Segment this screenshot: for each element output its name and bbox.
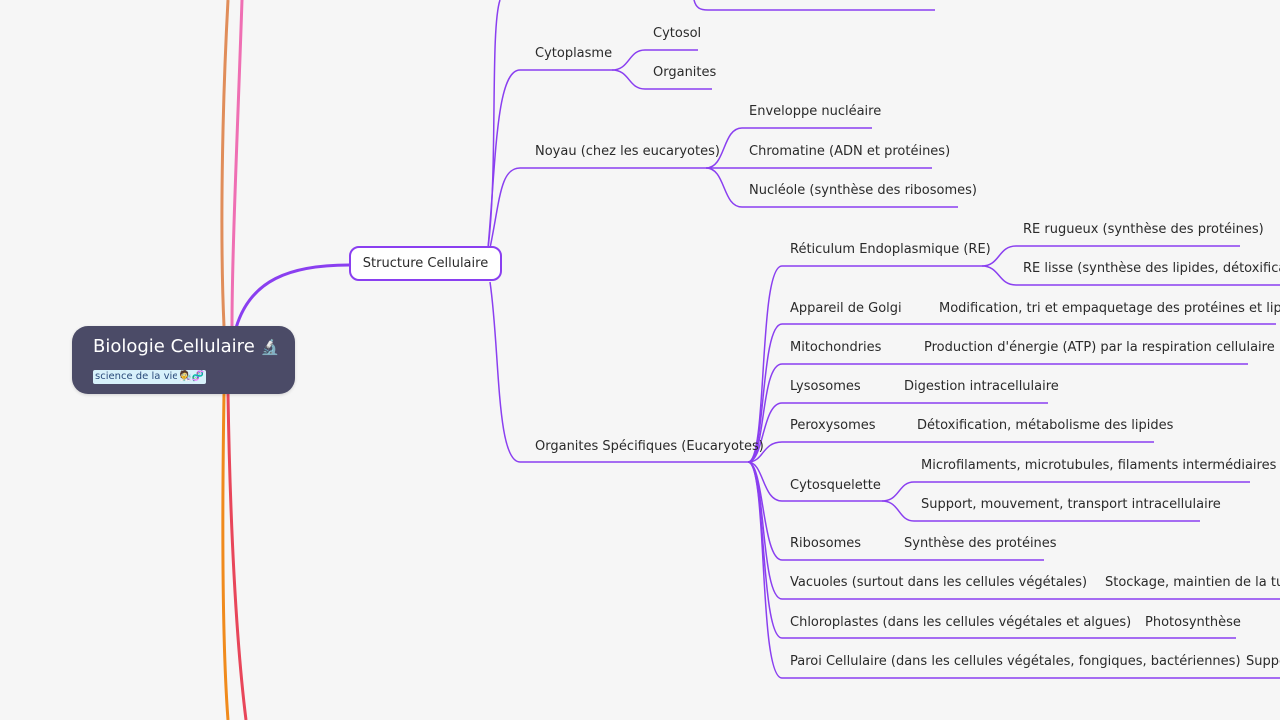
root-title-wrap: Biologie Cellulaire 🔬: [93, 336, 279, 357]
paroi-line: [747, 461, 1280, 679]
node-paroi[interactable]: Paroi Cellulaire (dans les cellules végé…: [790, 654, 1241, 669]
node-re-rugueux[interactable]: RE rugueux (synthèse des protéines): [1023, 222, 1264, 237]
cyto-desc2-line: [881, 500, 1200, 522]
node-golgi-desc[interactable]: Modification, tri et empaquetage des pro…: [939, 301, 1280, 316]
nucleole-line: [705, 167, 958, 208]
node-noyau[interactable]: Noyau (chez les eucaryotes): [535, 144, 720, 159]
branch-line-red-lower: [226, 393, 248, 720]
node-organites-specifiques[interactable]: Organites Spécifiques (Eucaryotes): [535, 439, 764, 454]
branch-line-orange-upper: [220, 0, 230, 327]
root-node[interactable]: Biologie Cellulaire 🔬 science de la vie …: [72, 326, 295, 394]
node-ribo[interactable]: Ribosomes: [790, 536, 862, 551]
cytosol-line: [611, 49, 698, 71]
branch-line-pink-upper: [230, 0, 244, 327]
node-chloro-desc[interactable]: Photosynthèse: [1145, 615, 1241, 630]
node-cyto-desc2[interactable]: Support, mouvement, transport intracellu…: [921, 497, 1221, 512]
cyto-desc1-line: [881, 481, 1250, 502]
root-to-structure-line: [234, 263, 350, 329]
node-organites[interactable]: Organites: [653, 65, 717, 80]
enveloppe-line: [705, 127, 872, 169]
node-paroi-desc[interactable]: Suppo: [1246, 654, 1280, 669]
node-vacuoles[interactable]: Vacuoles (surtout dans les cellules végé…: [790, 575, 1088, 590]
re-rugueux-line: [981, 245, 1240, 267]
structure-cellulaire-node[interactable]: Structure Cellulaire: [349, 246, 502, 281]
mito-line: [747, 363, 1248, 463]
node-nucleole[interactable]: Nucléole (synthèse des ribosomes): [749, 183, 977, 198]
perox-line: [747, 441, 1154, 463]
structure-cellulaire-label: Structure Cellulaire: [362, 256, 489, 271]
node-mito-desc[interactable]: Production d'énergie (ATP) par la respir…: [924, 340, 1275, 355]
root-title: Biologie Cellulaire: [93, 336, 255, 357]
structure-to-cytoplasme-line: [487, 69, 612, 249]
left-branch-lines: [220, 0, 248, 720]
node-cyto-desc1[interactable]: Microfilaments, microtubules, filaments …: [921, 458, 1277, 473]
lyso-line: [747, 402, 1048, 463]
node-chloro[interactable]: Chloroplastes (dans les cellules végétal…: [790, 615, 1132, 630]
node-cytoplasme[interactable]: Cytoplasme: [535, 46, 613, 61]
node-golgi[interactable]: Appareil de Golgi: [790, 301, 902, 316]
golgi-line: [747, 323, 1276, 463]
branch-line-orange-lower: [221, 393, 230, 720]
node-cyto[interactable]: Cytosquelette: [790, 478, 881, 493]
structure-to-noyau-line: [489, 167, 706, 249]
node-ribo-desc[interactable]: Synthèse des protéines: [904, 536, 1057, 551]
root-tag-science: science de la vie: [93, 370, 181, 384]
top-partial-underline: [693, 0, 935, 11]
node-perox[interactable]: Peroxysomes: [790, 418, 876, 433]
structure-to-organites-line: [489, 281, 748, 463]
node-re-lisse[interactable]: RE lisse (synthèse des lipides, détoxifi…: [1023, 261, 1280, 276]
node-chromatine[interactable]: Chromatine (ADN et protéines): [749, 144, 951, 159]
node-cytosol[interactable]: Cytosol: [653, 26, 702, 41]
node-mito[interactable]: Mitochondries: [790, 340, 882, 355]
node-vacuoles-desc[interactable]: Stockage, maintien de la turg: [1105, 575, 1280, 590]
node-enveloppe[interactable]: Enveloppe nucléaire: [749, 104, 882, 119]
node-reticulum[interactable]: Réticulum Endoplasmique (RE): [790, 242, 991, 257]
node-lyso-desc[interactable]: Digestion intracellulaire: [904, 379, 1059, 394]
organites-line: [611, 69, 712, 90]
cyto-line: [747, 461, 882, 502]
root-tag-emoji: 🧑‍🔬🧬: [177, 370, 206, 384]
node-lyso[interactable]: Lysosomes: [790, 379, 861, 394]
re-lisse-line: [981, 265, 1280, 286]
microscope-icon: 🔬: [260, 338, 280, 356]
node-perox-desc[interactable]: Détoxification, métabolisme des lipides: [917, 418, 1174, 433]
